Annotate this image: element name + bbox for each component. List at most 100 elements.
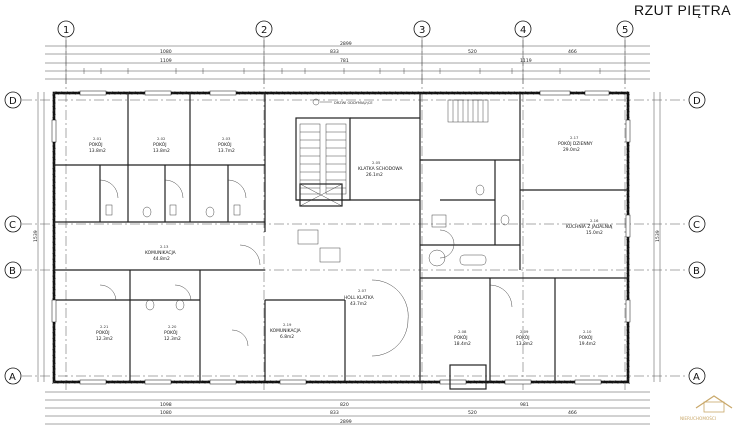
room-number: 2.19: [283, 322, 292, 327]
room-number: 2.17: [570, 135, 579, 140]
axis-label-d-right: D: [693, 96, 701, 107]
smoke-vent-note: DRZWI ODDYMIAJĄCE: [334, 101, 373, 105]
dim-top-row2-1: 1109: [160, 58, 172, 64]
room-number: 2.05: [372, 160, 381, 165]
room-name: POKÓJ: [89, 141, 103, 148]
room-area: 12.3m2: [96, 336, 113, 342]
room-number: 2.10: [583, 329, 592, 334]
room-area: 12.3m2: [164, 336, 181, 342]
dim-left-total: 1539: [33, 230, 39, 242]
axis-label-2: 2: [261, 25, 267, 36]
room-labels: 2.01 POKÓJ 13.8m2 2.02 POKÓJ 13.8m2 2.03…: [89, 135, 613, 347]
room-number: 2.13: [160, 244, 169, 249]
dim-top-row2-2: 781: [340, 58, 349, 64]
dim-right-total: 1539: [655, 230, 661, 242]
room-number: 2.03: [222, 136, 231, 141]
room-name: POKÓJ: [454, 334, 468, 341]
room-number: 2.07: [358, 288, 367, 293]
interior-walls: [54, 93, 628, 382]
room-number: 2.01: [93, 136, 102, 141]
bathroom-fixtures: [105, 184, 510, 311]
room-area: 13.8m2: [516, 341, 533, 347]
room-2-08: 2.08 POKÓJ 18.4m2: [454, 329, 471, 347]
dim-top-row2-3: 1119: [520, 58, 532, 64]
room-name: POKÓJ: [218, 141, 232, 148]
axis-label-c-right: C: [693, 220, 700, 231]
room-area: 6.8m2: [280, 334, 294, 340]
room-name: POKÓJ: [153, 141, 167, 148]
exterior-walls: [52, 91, 630, 384]
axis-markers-vertical: 1 2 3 4 5: [57, 20, 634, 38]
room-area: 43.7m2: [350, 301, 367, 307]
dim-top-4: 466: [568, 49, 577, 55]
room-2-05: 2.05 KLATKA SCHODOWA 26.1m2: [358, 160, 403, 178]
logo-text: NIERUCHOMOŚCI: [680, 416, 716, 421]
room-area: 15.0m2: [586, 230, 603, 236]
axis-label-b-left: B: [9, 266, 16, 277]
door-swings: [99, 179, 513, 357]
room-2-10: 2.10 POKÓJ 19.4m2: [579, 329, 596, 347]
windows: [51, 90, 631, 390]
room-name: HOLL KLATKA: [344, 295, 374, 301]
staircase: [299, 99, 489, 207]
room-name: KUCHNIA Z JADALNIĄ: [566, 224, 613, 230]
dimension-lines-bottom: 1098 820 981 1080 833 520 466 2899: [45, 391, 650, 425]
room-2-17: 2.17 POKÓJ DZIENNY 29.0m2: [558, 135, 593, 153]
axis-markers-horizontal: D C B A D C B A: [4, 91, 706, 385]
room-2-03: 2.03 POKÓJ 13.7m2: [218, 136, 235, 154]
room-area: 26.1m2: [366, 172, 383, 178]
room-area: 44.8m2: [153, 256, 170, 262]
dim-bottom-row1-3: 981: [520, 402, 529, 408]
room-name: POKÓJ: [164, 329, 178, 336]
room-area: 13.8m2: [153, 148, 170, 154]
room-area: 18.4m2: [454, 341, 471, 347]
dim-bottom-row1-2: 820: [340, 402, 349, 408]
room-area: 29.0m2: [563, 147, 580, 153]
company-logo: NIERUCHOMOŚCI: [680, 395, 733, 421]
room-2-20: 2.20 POKÓJ 12.3m2: [164, 324, 181, 342]
room-name: KOMUNIKACJA: [145, 250, 176, 256]
room-name: POKÓJ: [579, 334, 593, 341]
room-2-19: 2.19 KOMUNIKACJA 6.8m2: [270, 322, 301, 340]
room-number: 2.09: [520, 329, 529, 334]
room-2-21: 2.21 POKÓJ 12.3m2: [96, 324, 113, 342]
axis-label-c-left: C: [9, 220, 16, 231]
room-number: 2.08: [458, 329, 467, 334]
axis-label-3: 3: [419, 25, 425, 36]
dim-bottom-row2-4: 466: [568, 410, 577, 416]
room-name: POKÓJ: [96, 329, 110, 336]
room-2-07: 2.07 HOLL KLATKA 43.7m2: [344, 288, 374, 307]
dimension-lines-top: 2899 1080 833 520 466 1109 781 1119: [45, 40, 650, 84]
dim-bottom-row2-2: 833: [330, 410, 339, 416]
room-name: KOMUNIKACJA: [270, 328, 301, 334]
dim-bottom-row2-3: 520: [468, 410, 477, 416]
axis-label-4: 4: [520, 25, 526, 36]
axis-label-d-left: D: [9, 96, 17, 107]
dim-bottom-row2-1: 1080: [160, 410, 172, 416]
room-name: POKÓJ: [516, 334, 530, 341]
room-number: 2.02: [157, 136, 166, 141]
room-area: 13.7m2: [218, 148, 235, 154]
sheet-title: RZUT PIĘTRA: [634, 2, 732, 18]
room-2-16: 2.16 KUCHNIA Z JADALNIĄ 15.0m2: [566, 218, 613, 236]
dimension-lines-sides: 1539 1539: [33, 92, 661, 382]
room-number: 2.21: [100, 324, 109, 329]
room-area: 19.4m2: [579, 341, 596, 347]
room-name: POKÓJ DZIENNY: [558, 140, 593, 147]
dim-top-3: 520: [468, 49, 477, 55]
dim-bottom-row1-1: 1098: [160, 402, 172, 408]
axis-label-b-right: B: [693, 266, 700, 277]
room-2-13: 2.13 KOMUNIKACJA 44.8m2: [145, 244, 176, 262]
dim-top-2: 833: [330, 49, 339, 55]
room-2-02: 2.02 POKÓJ 13.8m2: [153, 136, 170, 154]
room-area: 13.8m2: [89, 148, 106, 154]
axis-label-1: 1: [63, 25, 69, 36]
dim-top-1: 1080: [160, 49, 172, 55]
room-name: KLATKA SCHODOWA: [358, 166, 403, 172]
room-2-01: 2.01 POKÓJ 13.8m2: [89, 136, 106, 154]
axis-label-a-right: A: [693, 372, 700, 383]
room-2-09: 2.09 POKÓJ 13.8m2: [516, 329, 533, 347]
room-number: 2.16: [590, 218, 599, 223]
dim-overall-top: 2899: [340, 41, 352, 47]
